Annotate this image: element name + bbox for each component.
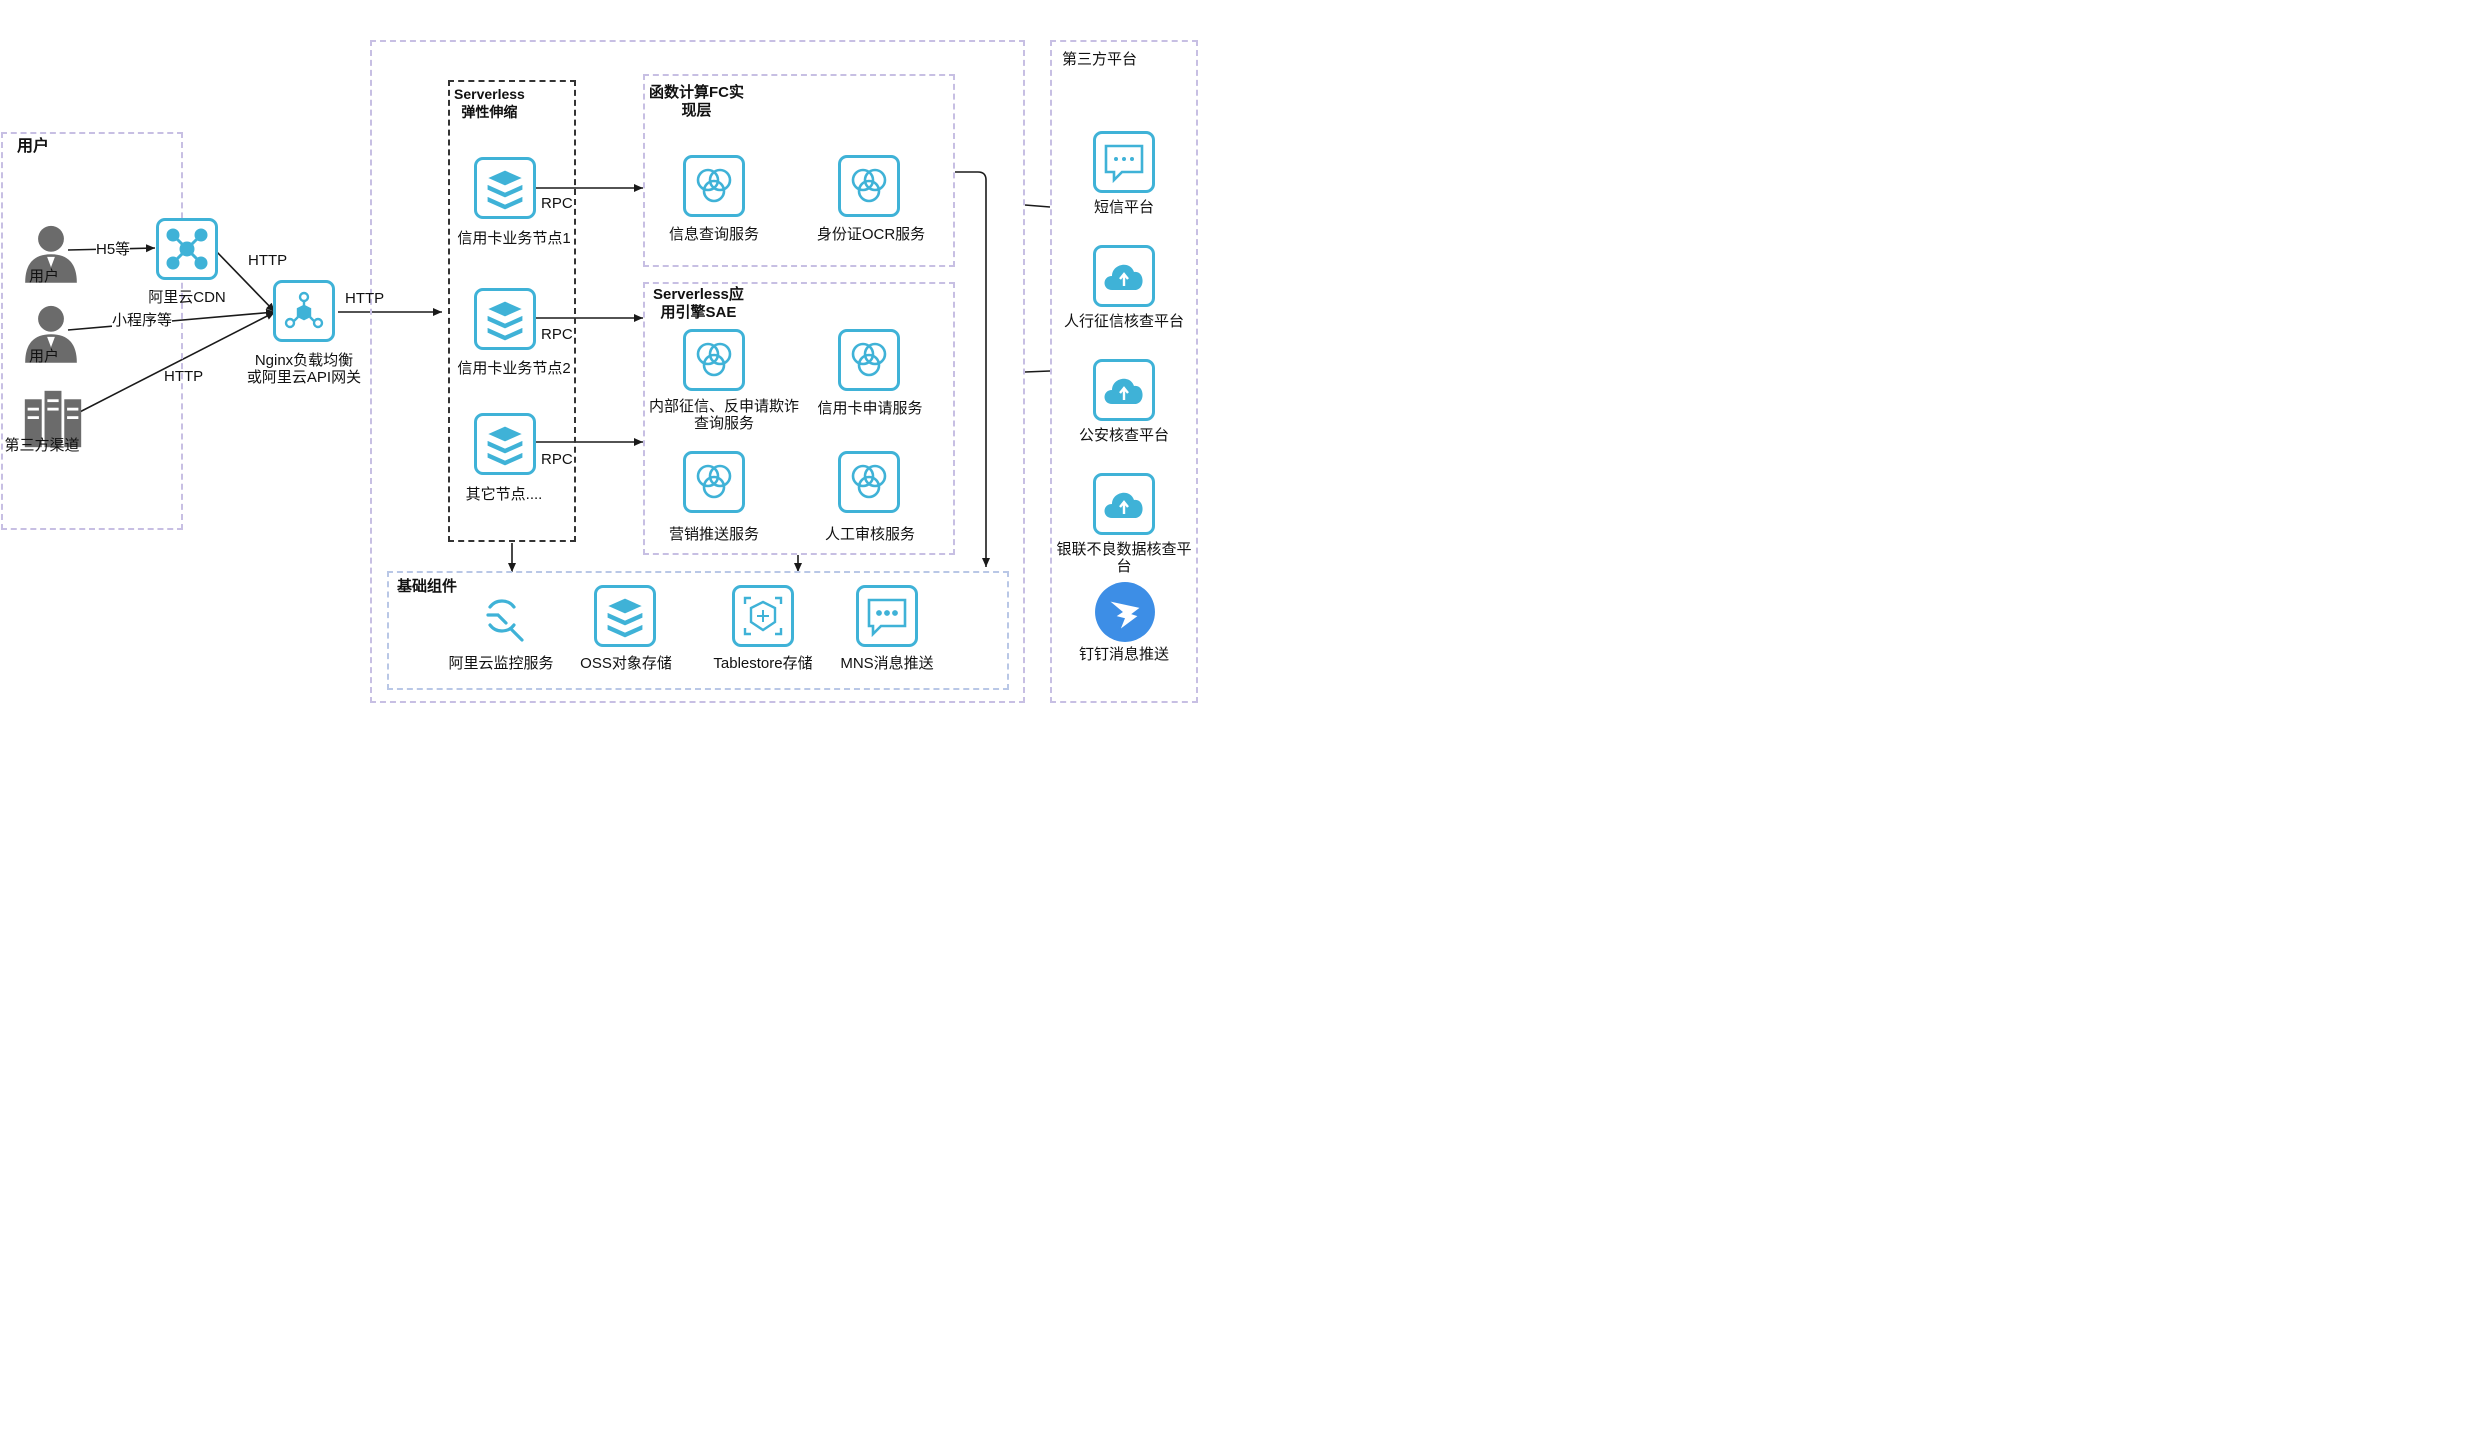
unionpay-label: 银联不良数据核查平台 xyxy=(1056,541,1192,575)
user-label-1: 用户 xyxy=(28,268,59,285)
edge-label-rpc-1: RPC xyxy=(541,195,573,212)
mns-label: MNS消息推送 xyxy=(840,655,934,672)
edge-label-http-cdn: HTTP xyxy=(248,252,288,269)
oss-label: OSS对象存储 xyxy=(580,655,672,672)
user-icon-2 xyxy=(20,302,77,363)
fc-layer-title: 函数计算FC实 现层 xyxy=(649,84,744,119)
edge-to-third-party-2 xyxy=(1024,370,1051,373)
edge-label-h5: H5等 xyxy=(96,241,131,258)
stack-icon-node-1 xyxy=(474,157,536,219)
function-compute-icon-credit xyxy=(683,329,745,391)
oss-storage-icon xyxy=(594,585,656,647)
info-query-label: 信息查询服务 xyxy=(668,226,759,243)
server-rack-icon xyxy=(22,388,82,448)
tablestore-icon xyxy=(732,585,794,647)
cdn-label: 阿里云CDN xyxy=(148,289,226,306)
function-compute-icon-ocr xyxy=(838,155,900,217)
dingtalk-icon xyxy=(1094,581,1155,642)
pboc-label: 人行征信核查平台 xyxy=(1063,313,1184,330)
channel-label: 第三方渠道 xyxy=(4,437,80,454)
monitor-label: 阿里云监控服务 xyxy=(448,655,554,672)
edge-label-mini: 小程序等 xyxy=(112,312,173,329)
edge-label-http-main: HTTP xyxy=(345,290,385,307)
users-group-title: 用户 xyxy=(17,138,50,155)
function-compute-icon-apply xyxy=(838,329,900,391)
edge-cdn-nginx xyxy=(214,249,276,313)
cloud-upload-icon-pboc xyxy=(1093,245,1155,307)
police-label: 公安核查平台 xyxy=(1078,427,1169,444)
function-compute-icon-review xyxy=(838,451,900,513)
cloud-group xyxy=(370,40,1025,703)
edge-label-rpc-3: RPC xyxy=(541,451,573,468)
users-group: 用户 xyxy=(1,132,183,530)
stack-icon-node-2 xyxy=(474,288,536,350)
fc-layer-group: 函数计算FC实 现层 xyxy=(643,74,955,267)
node-label-3: 其它节点.... xyxy=(465,486,543,503)
dingtalk-label: 钉钉消息推送 xyxy=(1078,646,1169,663)
user-icon-1 xyxy=(20,222,77,283)
serverless-scaling-title: Serverless 弹性伸缩 xyxy=(454,86,525,120)
function-compute-icon-marketing xyxy=(683,451,745,513)
tablestore-label: Tablestore存储 xyxy=(713,655,813,672)
edge-fc-base xyxy=(955,171,990,567)
edge-to-third-party-1 xyxy=(1024,204,1051,208)
function-compute-icon-info xyxy=(683,155,745,217)
monitor-search-icon xyxy=(470,585,532,647)
edge-label-http-channel: HTTP xyxy=(164,368,204,385)
manual-review-label: 人工审核服务 xyxy=(824,526,915,543)
third-party-group: 第三方平台 xyxy=(1050,40,1198,703)
sms-chat-icon xyxy=(1093,131,1155,193)
user-label-2: 用户 xyxy=(28,348,59,365)
cloud-upload-icon-police xyxy=(1093,359,1155,421)
edge-channel-nginx xyxy=(67,311,276,419)
id-ocr-label: 身份证OCR服务 xyxy=(816,226,926,243)
mns-message-icon xyxy=(856,585,918,647)
sae-engine-group: Serverless应 用引擎SAE xyxy=(643,282,955,555)
sae-engine-title: Serverless应 用引擎SAE xyxy=(653,286,744,321)
card-apply-label: 信用卡申请服务 xyxy=(817,400,923,417)
load-balancer-icon xyxy=(273,280,335,342)
cloud-upload-icon-unionpay xyxy=(1093,473,1155,535)
credit-check-label: 内部征信、反申请欺诈 查询服务 xyxy=(648,398,799,432)
third-party-title: 第三方平台 xyxy=(1062,51,1138,68)
base-components-group: 基础组件 xyxy=(387,571,1009,690)
sms-label: 短信平台 xyxy=(1093,199,1154,216)
base-components-title: 基础组件 xyxy=(397,578,458,595)
marketing-label: 营销推送服务 xyxy=(668,526,759,543)
node-label-1: 信用卡业务节点1 xyxy=(457,230,571,247)
stack-icon-node-3 xyxy=(474,413,536,475)
cdn-network-icon xyxy=(156,218,218,280)
node-label-2: 信用卡业务节点2 xyxy=(457,360,571,377)
nginx-label: Nginx负载均衡 或阿里云API网关 xyxy=(246,352,362,386)
serverless-scaling-group: Serverless 弹性伸缩 xyxy=(448,80,576,542)
edge-label-rpc-2: RPC xyxy=(541,326,573,343)
